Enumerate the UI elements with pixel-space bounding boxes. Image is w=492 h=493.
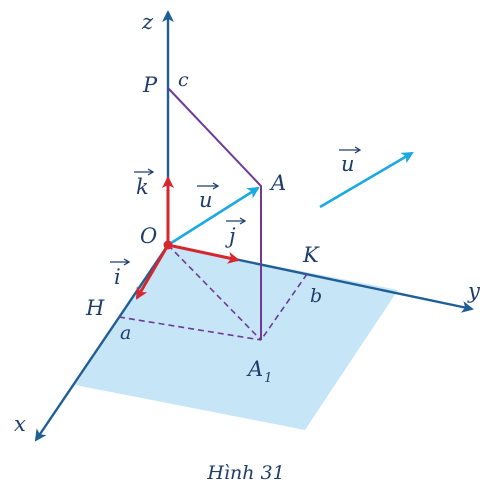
svg-text:i: i (114, 265, 121, 289)
label-vector-u-free: u (339, 146, 362, 176)
segment-o-a1 (167, 244, 262, 341)
segment-p-a-a1 (167, 87, 262, 340)
label-vector-i: i (110, 258, 131, 289)
label-a: A (269, 171, 286, 195)
label-z: z (141, 10, 154, 34)
svg-text:k: k (136, 175, 149, 199)
label-a-coord: a (120, 322, 131, 344)
label-x: x (14, 412, 26, 436)
vector-j (167, 243, 240, 264)
segment-h-a1 (118, 316, 262, 341)
label-a1: A1 (246, 357, 272, 386)
label-p: P (142, 73, 158, 97)
label-vector-u-oa: u (197, 182, 220, 212)
segment-k-a1 (260, 273, 308, 341)
label-vector-j: j (225, 217, 247, 248)
origin-point (163, 240, 173, 250)
oxy-plane (75, 245, 398, 430)
figure-caption: Hình 31 (206, 462, 284, 484)
vector-i (135, 244, 170, 300)
label-o: O (140, 224, 157, 248)
label-y: y (467, 279, 481, 303)
label-k-point: K (302, 243, 320, 267)
label-h: H (85, 296, 105, 320)
x-axis (34, 244, 169, 442)
svg-text:u: u (341, 152, 355, 176)
label-vector-k: k (134, 168, 155, 199)
svg-text:u: u (199, 188, 213, 212)
label-b: b (310, 285, 322, 307)
vector-u-oa (167, 186, 260, 247)
svg-text:j: j (225, 224, 236, 248)
vector-u-free (319, 151, 414, 209)
label-c: c (178, 69, 189, 91)
